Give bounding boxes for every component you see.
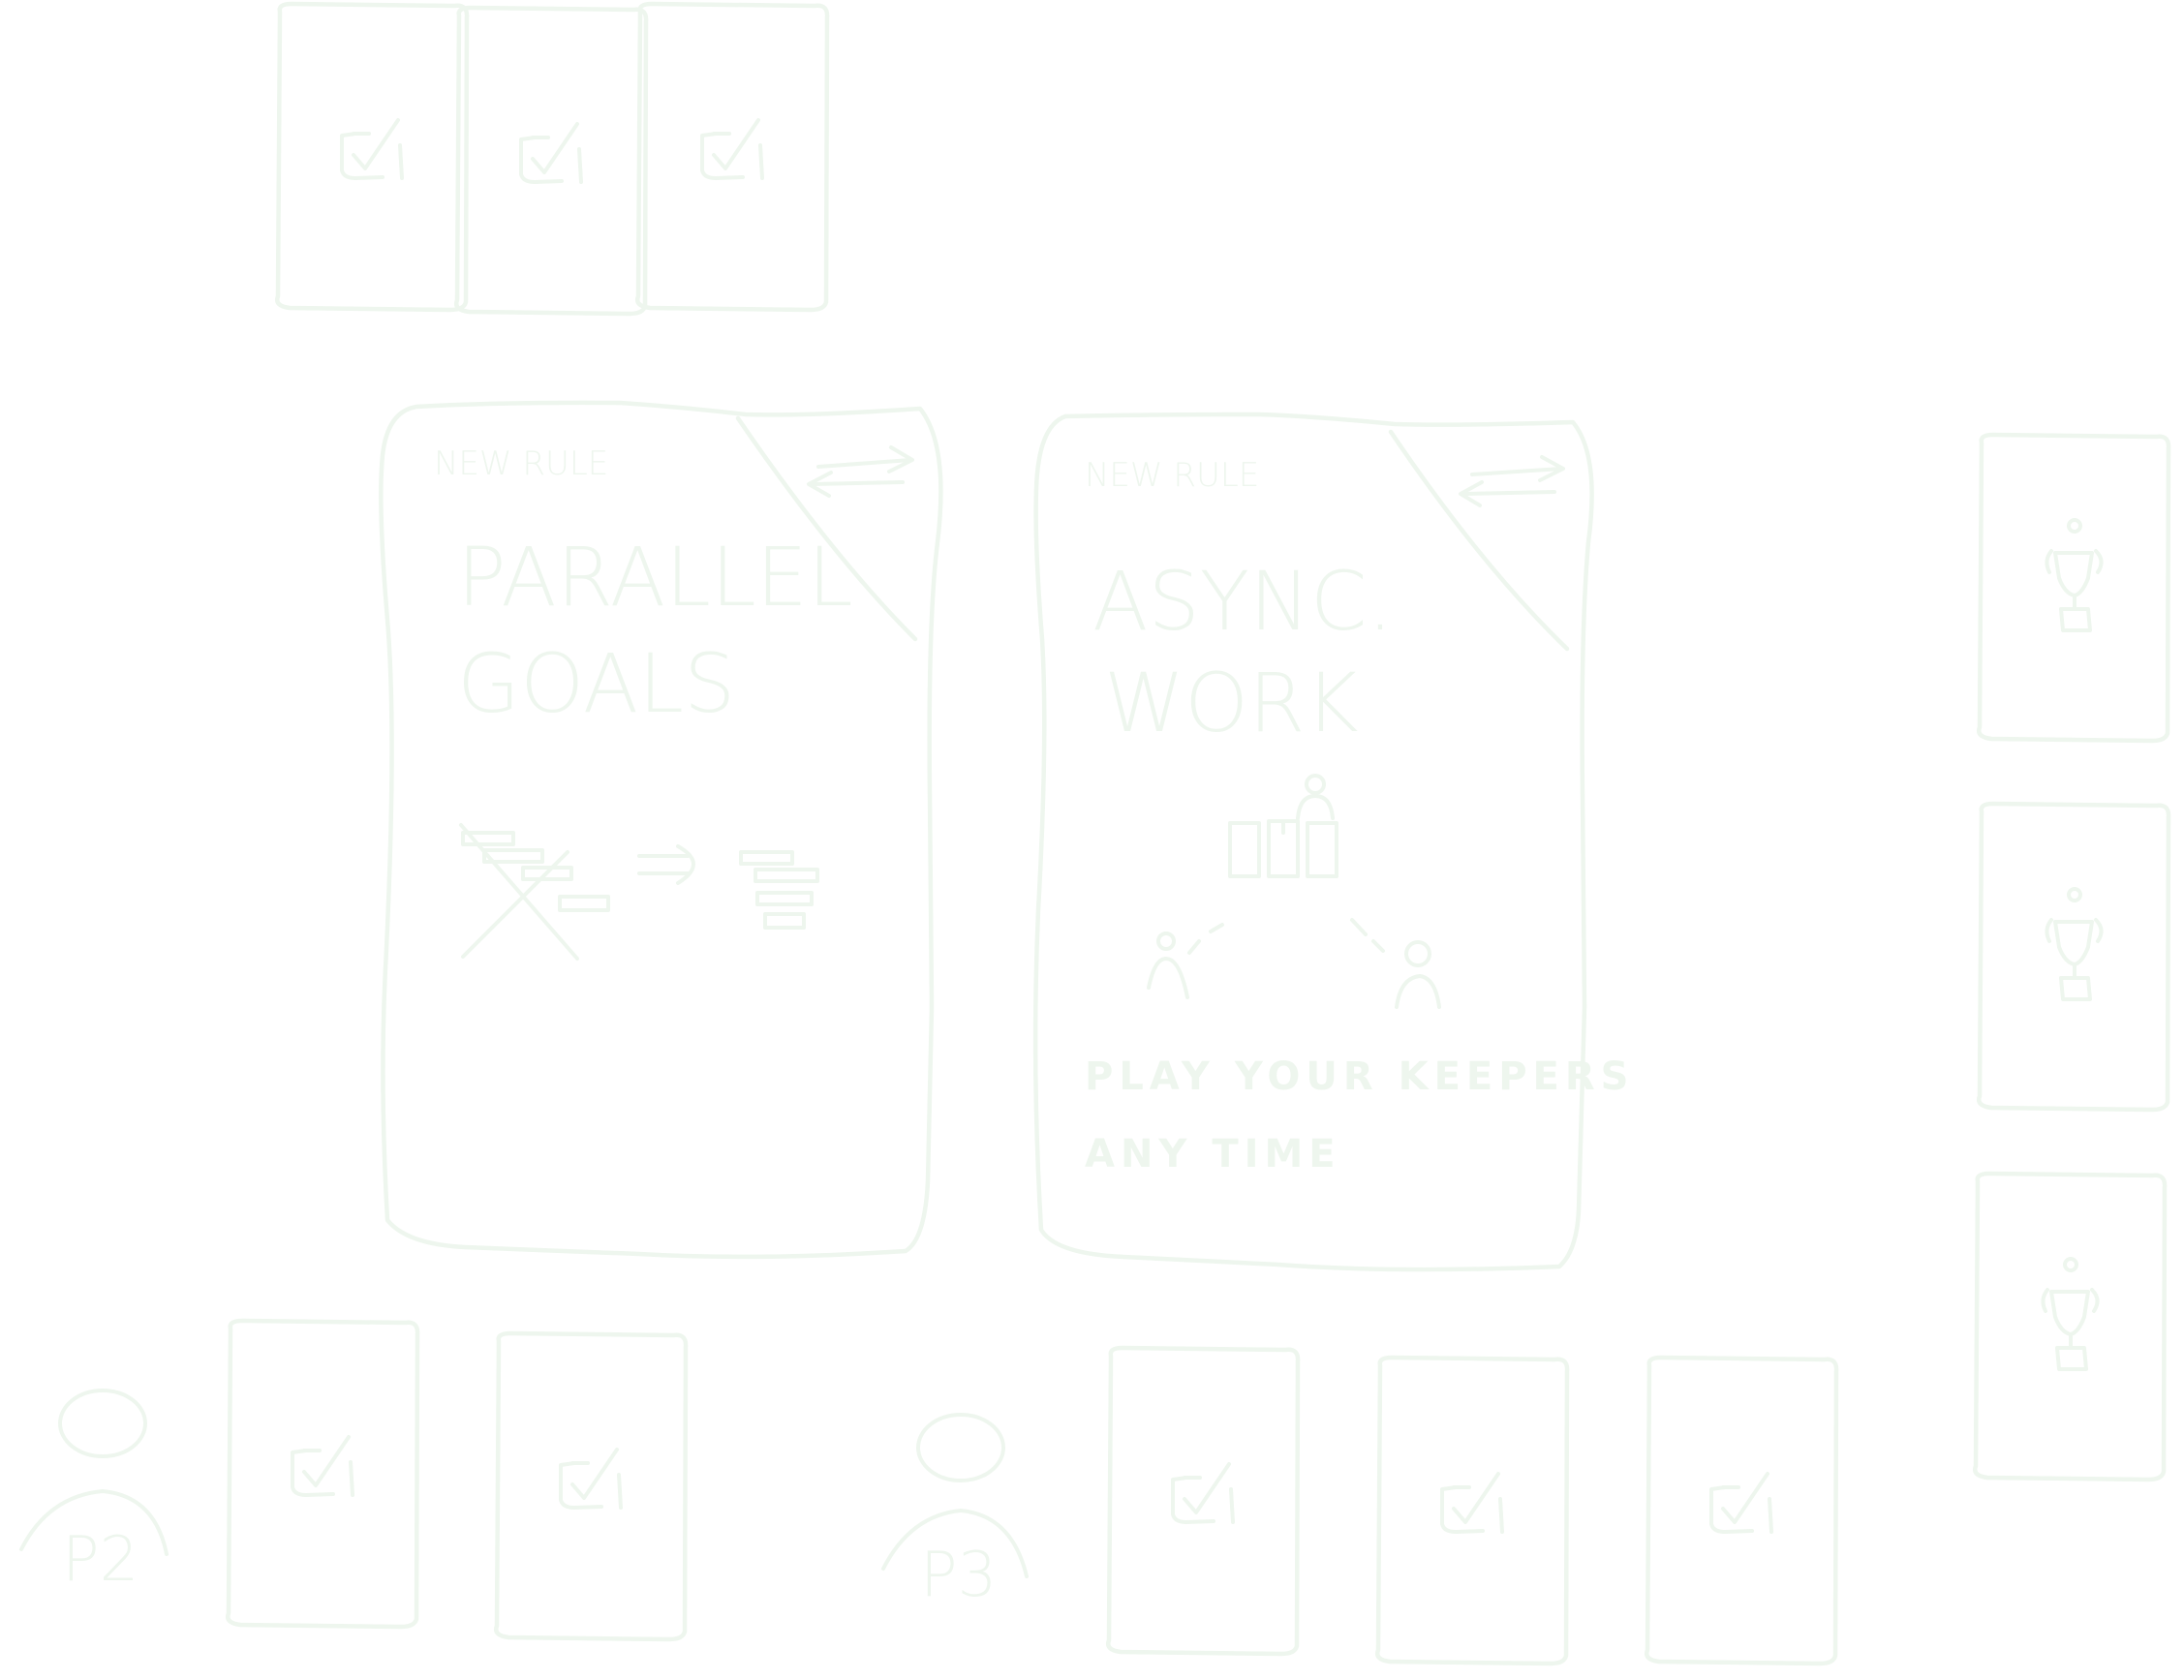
rule-card-async-work[interactable]: NEW RULE ASYNC. WORK PLAY YOUR KEEPERS A… [1032, 412, 1634, 1272]
player-p3: P3 [881, 1413, 1029, 1611]
player-label: P3 [920, 1540, 997, 1611]
rule-card-header: NEW RULE [1085, 456, 1259, 495]
rule-card-title-line-1: PARALLEL [457, 530, 853, 625]
rule-card-title-line-2: GOALS [457, 636, 735, 731]
swap-arrows-icon [1459, 455, 1565, 507]
p2-keeper-card-2[interactable] [496, 1333, 686, 1639]
player-shoulders [881, 1509, 1029, 1578]
checkbox-checked-icon [519, 122, 583, 184]
top-keeper-card-2[interactable] [456, 8, 646, 314]
trophy-icon [2041, 1257, 2100, 1371]
goal-card-1[interactable] [1979, 435, 2169, 741]
player-label: P2 [62, 1524, 138, 1596]
rule-card-header: NEW RULE [434, 444, 608, 483]
rule-card-title-line-2: WORK [1104, 656, 1359, 750]
card-corner-fold [1388, 429, 1570, 652]
checkbox-checked-icon [1440, 1472, 1504, 1534]
rule-card-parallel-goals[interactable]: NEW RULE PARALLEL GOALS [379, 400, 943, 1260]
p2-keeper-card-1[interactable] [228, 1321, 417, 1627]
checkbox-checked-icon [291, 1435, 354, 1497]
top-keeper-card-1[interactable] [277, 4, 467, 310]
rule-card-body-line-1: PLAY YOUR KEEPERS [1085, 1054, 1634, 1099]
player-head [58, 1389, 147, 1458]
players-around-cards-icon [1147, 774, 1441, 1009]
checkbox-checked-icon [1709, 1472, 1773, 1534]
card-corner-fold [735, 415, 918, 642]
rule-card-body-line-2: ANY TIME [1085, 1132, 1341, 1176]
player-p2: P2 [19, 1389, 169, 1596]
checkbox-checked-icon [1171, 1462, 1235, 1524]
goal-card-3[interactable] [1975, 1174, 2165, 1480]
player-head [916, 1413, 1005, 1482]
player-shoulders [19, 1489, 169, 1556]
swap-arrows-icon [807, 445, 914, 498]
trophy-icon [2045, 887, 2104, 1001]
trophy-icon [2045, 518, 2104, 632]
top-keeper-card-3[interactable] [637, 4, 827, 310]
checkbox-checked-icon [559, 1448, 623, 1510]
p3-keeper-card-3[interactable] [1646, 1358, 1836, 1664]
p3-keeper-card-1[interactable] [1108, 1348, 1298, 1654]
rule-card-title-line-1: ASYNC. [1092, 554, 1393, 649]
p3-keeper-card-2[interactable] [1377, 1358, 1567, 1664]
checkbox-checked-icon [700, 118, 764, 180]
checkbox-checked-icon [340, 118, 404, 180]
crossed-stack-to-parallel-stack-icon [459, 823, 819, 961]
goal-card-2[interactable] [1979, 804, 2169, 1110]
